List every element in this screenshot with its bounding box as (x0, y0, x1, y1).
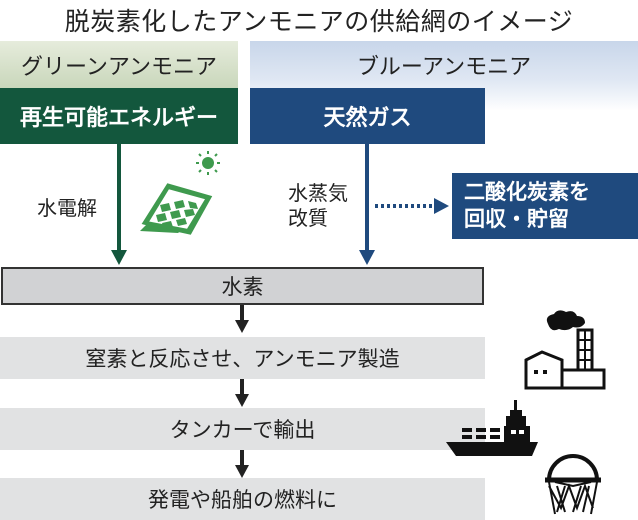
factory-icon (524, 310, 606, 390)
natural-gas-box: 天然ガス (250, 88, 485, 144)
step-2-label: タンカーで輸出 (169, 418, 316, 442)
step-ammonia-production: 窒素と反応させ、アンモニア製造 (0, 337, 485, 379)
renewable-energy-label: 再生可能エネルギー (19, 106, 218, 131)
down-arrow-1 (235, 305, 249, 333)
co2-capture-storage-box: 二酸化炭素を 回収・貯留 (452, 173, 638, 239)
natural-gas-label: 天然ガス (323, 106, 412, 131)
step-fuel-use: 発電や船舶の燃料に (0, 478, 485, 520)
step-3-label: 発電や船舶の燃料に (148, 488, 337, 512)
blue-ammonia-label: ブルーアンモニア (356, 54, 532, 80)
down-arrow-3 (235, 450, 249, 478)
steam-reforming-label-2: 改質 (288, 206, 328, 230)
tanker-ship-icon (446, 400, 538, 456)
step-1-label: 窒素と反応させ、アンモニア製造 (85, 347, 400, 371)
sun-icon (196, 151, 220, 175)
co2-line-1: 二酸化炭素を (464, 180, 590, 204)
gas-tank-icon (545, 454, 601, 515)
green-ammonia-label: グリーンアンモニア (20, 54, 218, 80)
step-tanker-export: タンカーで輸出 (0, 408, 485, 450)
co2-line-2: 回収・貯留 (464, 207, 569, 231)
steam-reforming-label-1: 水蒸気 (288, 181, 348, 205)
hydrogen-box: 水素 (1, 267, 484, 305)
blue-ammonia-header: ブルーアンモニア (250, 41, 638, 88)
renewable-energy-box: 再生可能エネルギー (0, 88, 238, 144)
hydrogen-label: 水素 (221, 275, 264, 299)
down-arrow-2 (235, 379, 249, 407)
solar-panel-icon (140, 183, 213, 235)
electrolysis-label: 水電解 (37, 196, 97, 220)
diagram-title: 脱炭素化したアンモニアの供給網のイメージ (64, 7, 574, 36)
green-ammonia-header: グリーンアンモニア (0, 41, 238, 88)
